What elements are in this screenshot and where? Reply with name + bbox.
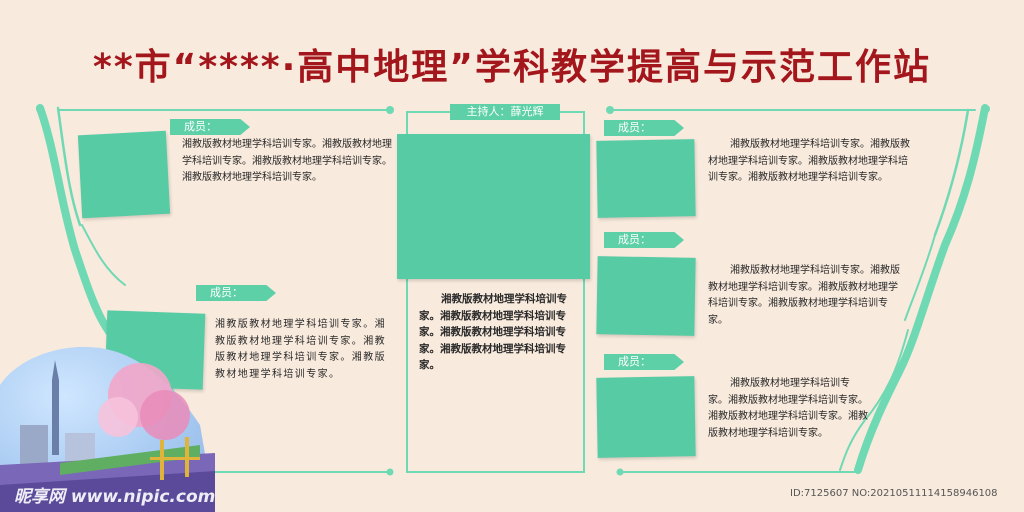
member-tag: 成员： <box>604 354 684 370</box>
member-tag: 成员： <box>604 120 684 136</box>
member-photo <box>77 130 171 219</box>
watermark-id: ID:7125607 NO:20210511114158946108 <box>790 488 998 499</box>
member-description: 湘教版教材地理学科培训专家。湘教版教材地理学科培训专家。湘教版教材地理学科培训专… <box>708 265 900 326</box>
member-description: 湘教版教材地理学科培训专家。湘教版教材地理学科培训专家。湘教版教材地理学科培训专… <box>708 378 868 439</box>
member-photo <box>596 376 696 458</box>
member-description: 湘教版教材地理学科培训专家。湘教版教材地理学科培训专家。湘教版教材地理学科培训专… <box>215 319 386 380</box>
host-description: 湘教版教材地理学科培训专家。湘教版教材地理学科培训专家。湘教版教材地理学科培训专… <box>419 293 567 371</box>
member-photo <box>596 256 696 336</box>
member-tag: 成员： <box>196 285 276 301</box>
member-description: 湘教版教材地理学科培训专家。湘教版教材地理学科培训专家。湘教版教材地理学科培训专… <box>708 139 910 183</box>
member-description: 湘教版教材地理学科培训专家。湘教版教材地理学科培训专家。湘教版教材地理学科培训专… <box>182 139 392 183</box>
host-photo <box>397 134 590 279</box>
member-photo <box>596 139 696 218</box>
member-tag: 成员： <box>170 119 250 135</box>
scenery-illustration <box>0 346 215 512</box>
host-tag: 主持人：薛光辉 <box>450 104 560 120</box>
watermark-logo: 昵享网 www.nipic.com <box>14 487 216 507</box>
page-title: **市“****·高中地理”学科教学提高与示范工作站 <box>93 47 931 88</box>
member-tag: 成员： <box>604 232 684 248</box>
